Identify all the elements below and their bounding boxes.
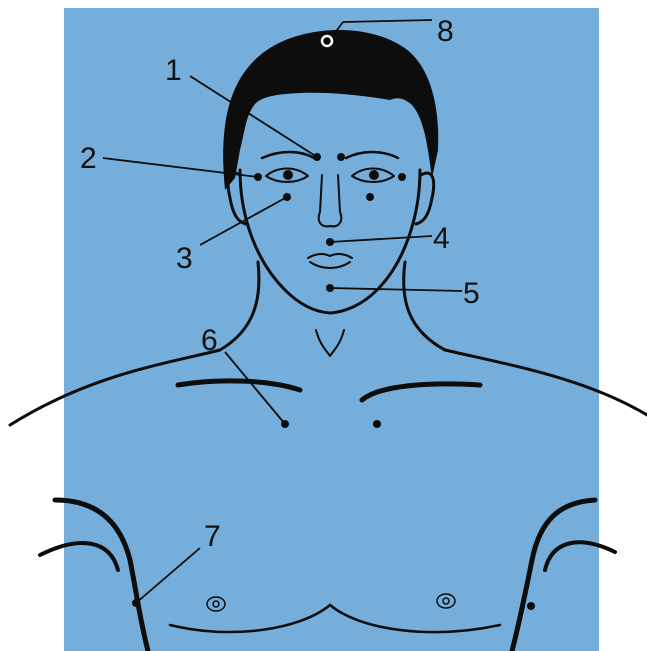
blue-backdrop xyxy=(64,8,599,651)
point-label-4: 4 xyxy=(433,222,450,255)
point-label-7: 7 xyxy=(204,520,221,553)
point-label-2: 2 xyxy=(80,142,97,175)
point-label-3: 3 xyxy=(176,242,193,275)
point-1-right-dot xyxy=(337,153,345,161)
point-3-right-dot xyxy=(366,193,374,201)
point-label-5: 5 xyxy=(463,277,480,310)
point-6-right-dot xyxy=(373,420,381,428)
point-2-right-dot xyxy=(398,173,406,181)
point-label-1: 1 xyxy=(165,54,182,87)
point-7-right-dot xyxy=(527,602,535,610)
point-label-6: 6 xyxy=(201,324,218,357)
left-iris xyxy=(283,170,293,180)
right-iris xyxy=(369,170,379,180)
point-label-8: 8 xyxy=(437,15,454,48)
